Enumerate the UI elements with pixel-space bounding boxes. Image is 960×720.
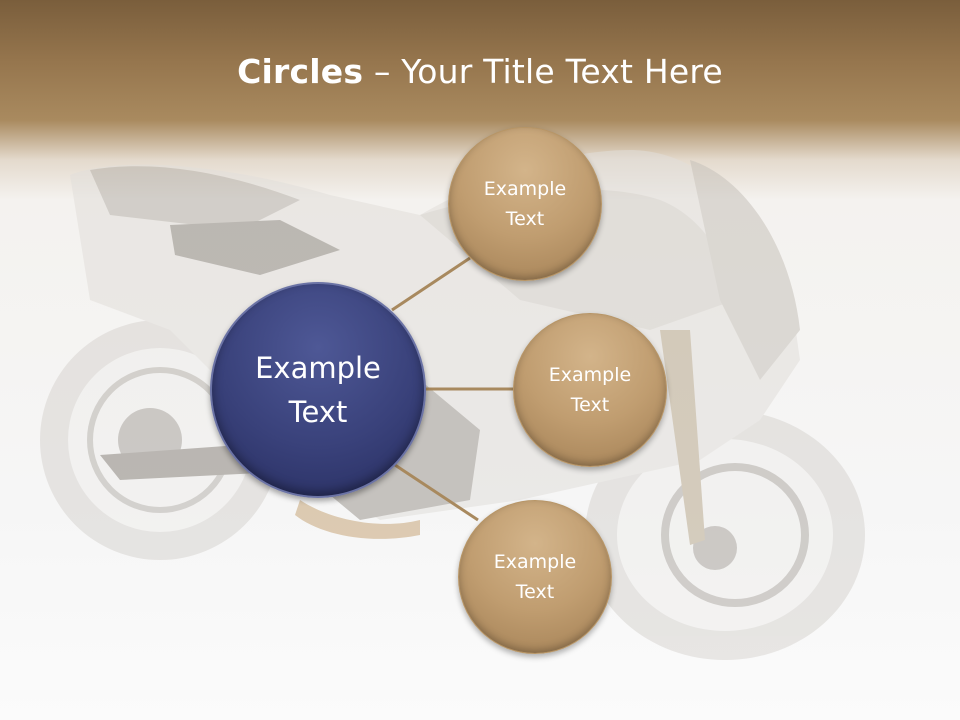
satellite-top-line-1: Example [483,178,567,200]
satellite-circle-middle: Example Text [513,313,667,467]
title-rest: – Your Title Text Here [363,52,723,91]
hub-circle: Example Text [210,282,426,498]
slide-title: Circles – Your Title Text Here [0,52,960,91]
satellite-circle-bottom: Example Text [458,500,612,654]
satellite-top-line-2: Text [505,208,545,230]
satellite-bottom-line-2: Text [515,581,555,603]
hub-line-2: Text [288,395,348,429]
satellite-circle-top: Example Text [448,127,602,281]
connector-top [391,256,471,312]
title-bold: Circles [237,52,364,91]
connector-bottom [394,463,479,522]
hub-line-1: Example [255,351,381,385]
satellite-middle-line-2: Text [570,394,610,416]
satellite-middle-line-1: Example [548,364,632,386]
satellite-bottom-line-1: Example [493,551,577,573]
